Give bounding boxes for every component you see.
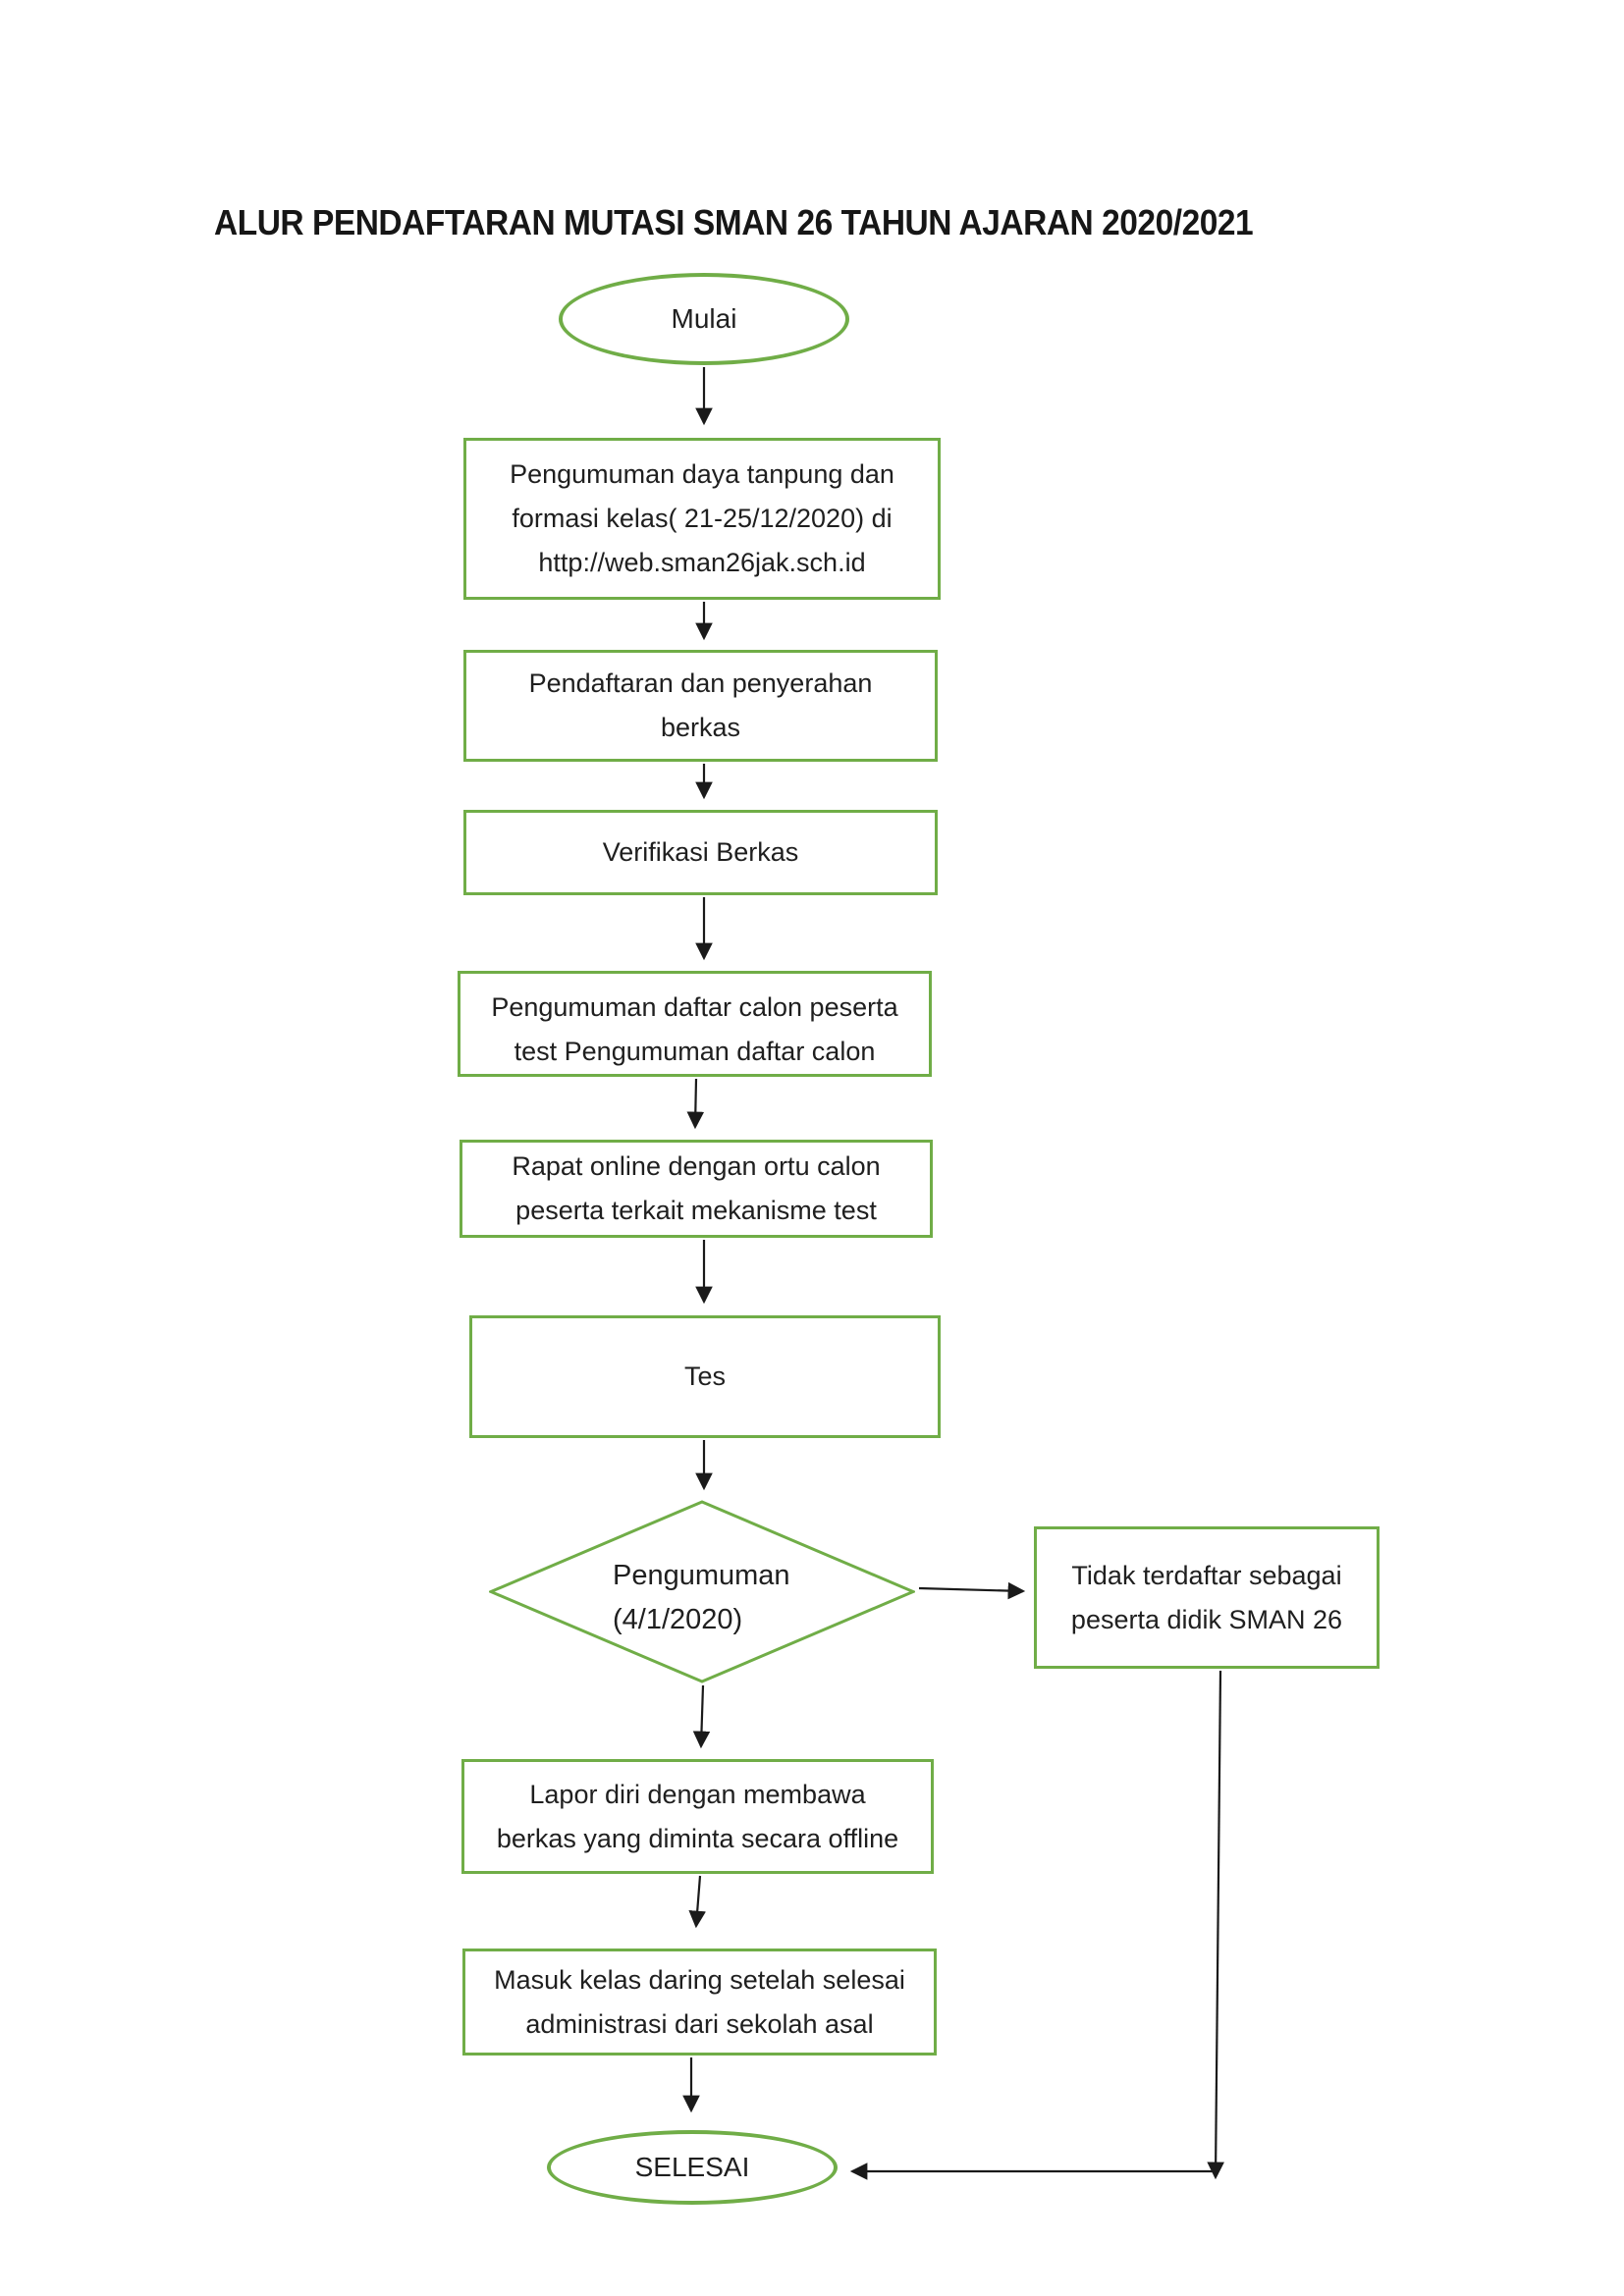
decision-label: Pengumuman (4/1/2020)	[613, 1560, 790, 1635]
step-verification-label: Verifikasi Berkas	[602, 837, 799, 867]
step-online-meeting: Rapat online dengan ortu calon peserta t…	[460, 1140, 933, 1238]
reject-label: Tidak terdaftar sebagai peserta didik SM…	[1070, 1560, 1343, 1634]
step-registration: Pendaftaran dan penyerahan berkas	[463, 650, 938, 762]
arrow-decision-to-report	[692, 1684, 711, 1749]
start-label: Mulai	[671, 303, 737, 334]
line-reject-down	[1207, 1670, 1224, 2180]
end-label: SELESAI	[634, 2152, 750, 2182]
arrow-decision-to-reject	[918, 1581, 1026, 1600]
reject-node: Tidak terdaftar sebagai peserta didik SM…	[1034, 1526, 1380, 1669]
step-announcement-capacity-label: Pengumuman daya tanpung dan formasi kela…	[510, 459, 894, 577]
step-enter-online-class-label: Masuk kelas daring setelah selesai admin…	[494, 1964, 905, 2039]
step-online-meeting-label: Rapat online dengan ortu calon peserta t…	[512, 1151, 881, 1225]
step-report-in-person: Lapor diri dengan membawa berkas yang di…	[461, 1759, 934, 1874]
step-announcement-capacity: Pengumuman daya tanpung dan formasi kela…	[463, 438, 941, 600]
step-announcement-candidates-label: Pengumuman daftar calon peserta test Pen…	[491, 992, 898, 1066]
step-announcement-candidates: Pengumuman daftar calon peserta test Pen…	[458, 971, 932, 1077]
step-registration-label: Pendaftaran dan penyerahan berkas	[528, 668, 873, 742]
arrow-report-to-class	[688, 1875, 706, 1929]
step-report-in-person-label: Lapor diri dengan membawa berkas yang di…	[496, 1779, 899, 1853]
decision-diamond-shape	[489, 1500, 915, 1683]
step-test: Tes	[469, 1315, 941, 1438]
step-test-label: Tes	[683, 1362, 727, 1391]
end-node: SELESAI	[547, 2130, 838, 2205]
step-verification: Verifikasi Berkas	[463, 810, 938, 895]
step-enter-online-class: Masuk kelas daring setelah selesai admin…	[462, 1949, 937, 2056]
start-node: Mulai	[559, 273, 849, 365]
arrow-candidates-to-meeting	[686, 1078, 705, 1130]
page-title: ALUR PENDAFTARAN MUTASI SMAN 26 TAHUN AJ…	[214, 202, 1254, 242]
decision-node: Pengumuman (4/1/2020)	[489, 1500, 915, 1683]
